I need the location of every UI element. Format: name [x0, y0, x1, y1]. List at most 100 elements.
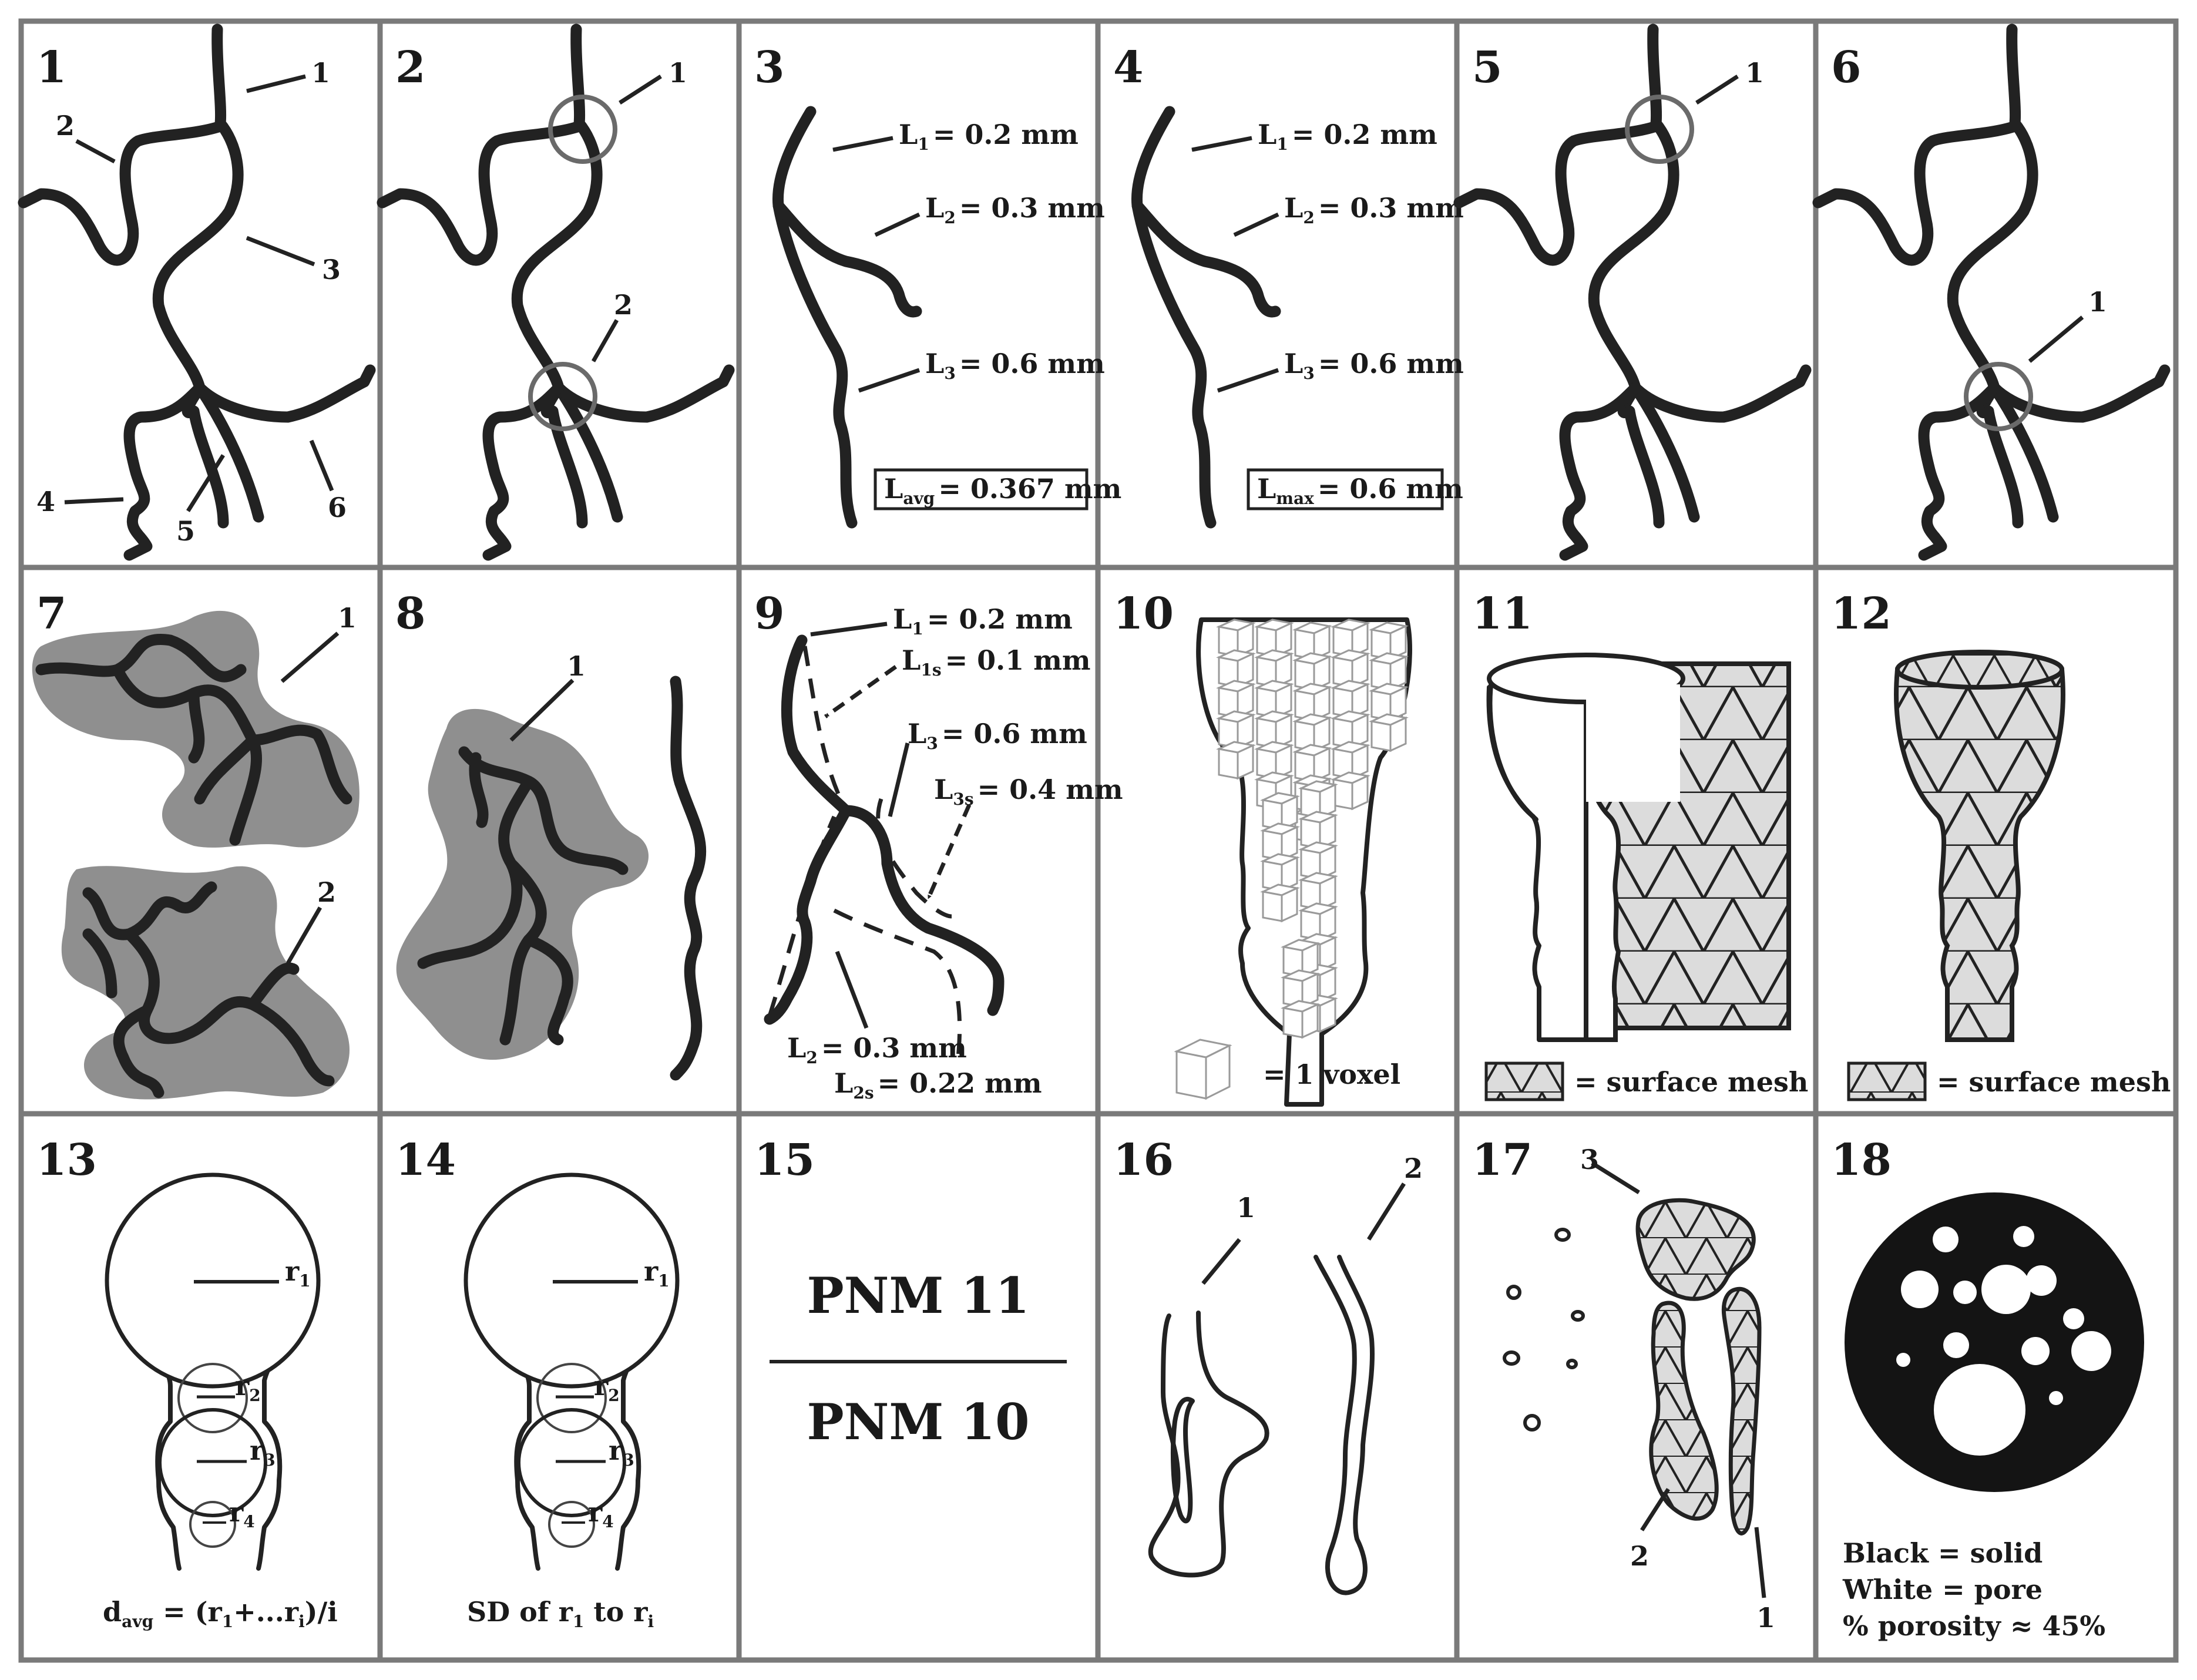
panel-13-r1: r1 — [285, 1255, 311, 1291]
panel-number-7: 7 — [36, 589, 67, 639]
voxel-panel-10: = 1 voxel — [1174, 617, 1412, 1107]
ratio-panel-15: PNM 11 PNM 10 — [770, 1266, 1067, 1451]
voxel-cube — [1331, 649, 1370, 688]
panel-number-13: 13 — [36, 1135, 97, 1185]
panel-16-label-1: 1 — [1237, 1192, 1255, 1224]
panel-number-8: 8 — [395, 589, 426, 639]
panel-3-label-L3: L3= 0.6 mm — [925, 348, 1105, 383]
voxel-cube — [1331, 771, 1370, 811]
panel-9-label-L2s: L2s= 0.22 mm — [834, 1067, 1042, 1103]
junction-circle-1 — [1964, 362, 2033, 431]
panel-4-label-L3: L3= 0.6 mm — [1284, 348, 1464, 383]
panel-18-legend-porosity: % porosity ≈ 45% — [1843, 1610, 2105, 1642]
voxel-cube — [1216, 710, 1256, 750]
panel-2-label-2: 2 — [614, 289, 633, 321]
panel-3-label-L2: L2= 0.3 mm — [925, 192, 1105, 227]
cluster-panel-8: 1 — [396, 650, 707, 1081]
branch-lengths-panel-3: L1= 0.2 mm L2= 0.3 mm L3= 0.6 mm Lavg= 0… — [772, 106, 1121, 529]
voxel-cube — [1292, 652, 1332, 691]
panel-number-4: 4 — [1113, 42, 1144, 93]
voxel-cube — [1292, 683, 1332, 722]
panel-1-label-4: 4 — [36, 486, 55, 518]
voxel-cube — [1369, 621, 1409, 661]
panel-14-r4: r4 — [588, 1496, 614, 1531]
panel-12-legend-text: = surface mesh — [1937, 1066, 2171, 1098]
pore-network-panel-5: 1 — [1459, 29, 1806, 555]
panel-6-label-1: 1 — [2088, 286, 2107, 318]
panel-1-arrows: 1 2 3 4 5 6 — [36, 57, 347, 547]
voxel-cube — [1254, 680, 1294, 719]
voxel-legend-cube — [1174, 1039, 1232, 1100]
voxel-cube — [1298, 841, 1338, 881]
panel-number-12: 12 — [1831, 589, 1892, 639]
panel-5-label-1: 1 — [1745, 57, 1764, 89]
panel-7-label-1: 1 — [338, 602, 357, 634]
voxel-cube — [1298, 780, 1338, 819]
voxel-cube — [1254, 771, 1294, 811]
voxel-cube — [1260, 853, 1300, 892]
panel-number-14: 14 — [395, 1135, 456, 1185]
voxel-cube — [1292, 744, 1332, 783]
panel-3-label-L1: L1= 0.2 mm — [899, 119, 1079, 154]
branch-lengths-panel-4: L1= 0.2 mm L2= 0.3 mm L3= 0.6 mm Lmax= 0… — [1131, 106, 1464, 529]
voxel-cube — [1281, 1000, 1321, 1039]
voxel-cube — [1216, 741, 1256, 780]
panel-9-label-L3s: L3s= 0.4 mm — [934, 774, 1123, 809]
panel-number-5: 5 — [1472, 42, 1503, 93]
voxel-cube — [1216, 649, 1256, 688]
panel-18-legend-solid: Black = solid — [1843, 1537, 2043, 1569]
panel-13-r3: r3 — [250, 1434, 276, 1470]
inscribed-spheres-panel-14: r1 r2 r3 r4 SD of r1 to ri — [463, 1172, 680, 1631]
panel-1-label-6: 6 — [328, 492, 347, 523]
voxel-cube — [1369, 713, 1409, 752]
panel-4-label-L2: L2= 0.3 mm — [1284, 192, 1464, 227]
voxel-cube — [1298, 902, 1338, 942]
ratio-numerator: PNM 11 — [807, 1266, 1029, 1325]
panel-9-label-L1: L1= 0.2 mm — [893, 603, 1073, 639]
panel-4-label-L1: L1= 0.2 mm — [1258, 119, 1437, 154]
panel-number-1: 1 — [36, 42, 67, 93]
panel-13-r4: r4 — [229, 1496, 255, 1531]
panel-grid — [18, 18, 2179, 1663]
voxel-cube — [1281, 939, 1321, 978]
panel-13-r2: r2 — [235, 1370, 261, 1405]
voxel-cube — [1254, 710, 1294, 750]
panel-1-label-2: 2 — [56, 110, 75, 142]
sinuosity-panel-9: L1= 0.2 mm L1s= 0.1 mm L3= 0.6 mm L3s= 0… — [764, 603, 1123, 1103]
voxel-cube — [1331, 680, 1370, 719]
panel-17-label-1: 1 — [1756, 1602, 1775, 1634]
panel-9-label-L1s: L1s= 0.1 mm — [902, 644, 1091, 680]
panel-2-label-1: 1 — [668, 57, 687, 89]
panel-9-label-L3: L3= 0.6 mm — [908, 718, 1087, 753]
panel-4-result-box — [1247, 468, 1444, 510]
junction-circle-1 — [1625, 95, 1694, 164]
panel-number-3: 3 — [754, 42, 785, 93]
panel-11-legend-text: = surface mesh — [1574, 1066, 1808, 1098]
ratio-denominator: PNM 10 — [807, 1393, 1029, 1451]
panel-3-result-text: Lavg= 0.367 mm — [884, 473, 1121, 508]
voxel-cube — [1298, 811, 1338, 850]
voxel-cube — [1298, 872, 1338, 911]
panel-number-9: 9 — [754, 589, 785, 639]
panel-number-11: 11 — [1472, 589, 1533, 639]
panel-number-15: 15 — [754, 1135, 815, 1185]
voxel-cube — [1369, 652, 1409, 691]
split-pores-panel-16: 1 2 — [1148, 1153, 1423, 1595]
voxel-cube — [1260, 883, 1300, 923]
panel-16-label-2: 2 — [1404, 1153, 1423, 1184]
panel-14-r1: r1 — [644, 1255, 670, 1291]
panel-number-6: 6 — [1831, 42, 1862, 93]
voxel-cube — [1260, 822, 1300, 862]
voxel-cube — [1216, 680, 1256, 719]
panel-14-r3: r3 — [609, 1434, 634, 1470]
clusters-panel-7: 1 2 — [32, 602, 360, 1100]
panel-13-formula: davg = (r1+...ri)/i — [103, 1596, 338, 1631]
fragments-panel-17: 3 2 1 — [1503, 1144, 1775, 1634]
voxel-cube — [1331, 619, 1370, 658]
panel-number-18: 18 — [1831, 1135, 1892, 1185]
solid-disc — [1845, 1192, 2144, 1492]
panel-numbers: 1 2 3 4 5 6 7 8 9 10 11 12 13 14 15 16 1… — [36, 42, 1892, 1185]
voxel-cube — [1331, 710, 1370, 750]
junction-circle-2 — [528, 362, 597, 431]
